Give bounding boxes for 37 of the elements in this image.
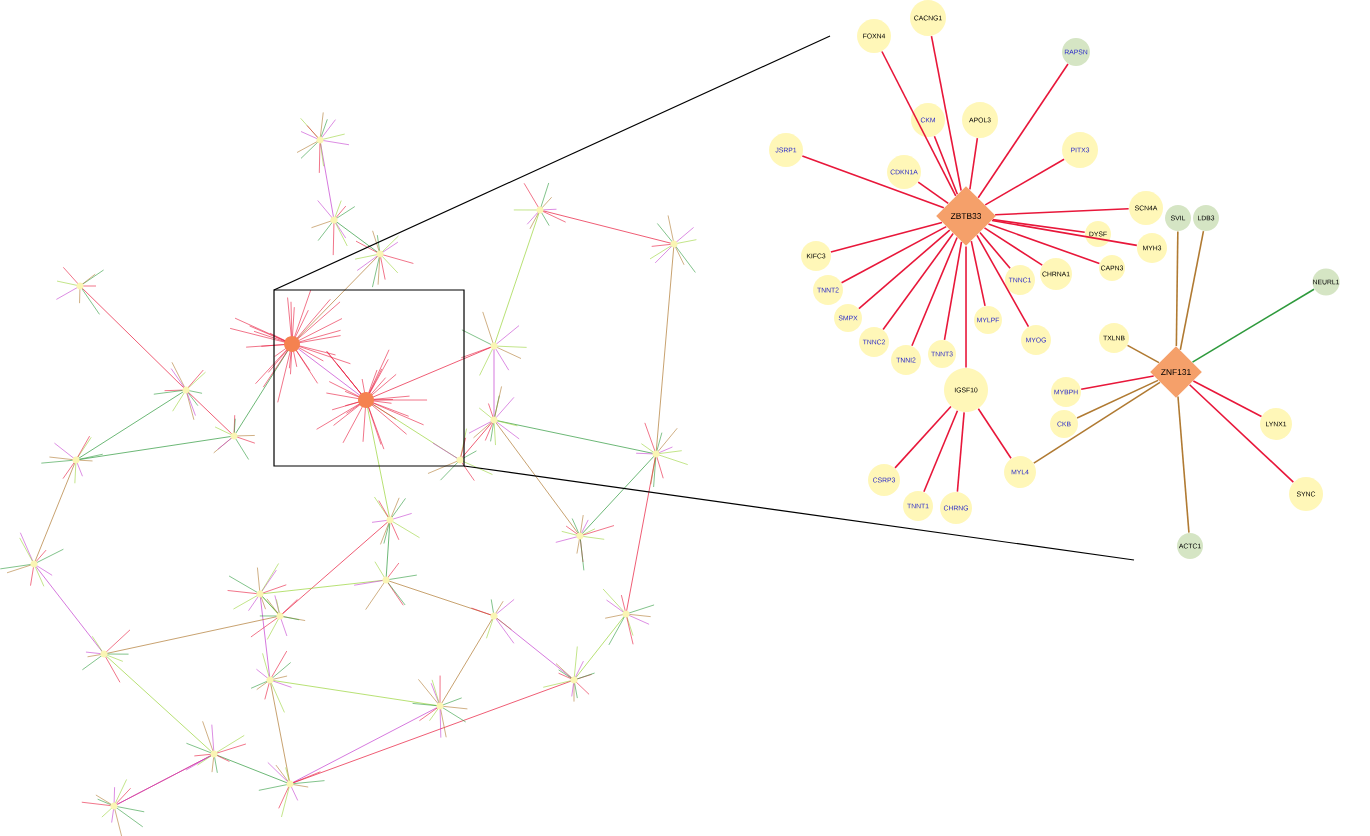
edge-line (881, 50, 957, 197)
edge-line (1175, 230, 1179, 347)
edge-line (943, 241, 963, 341)
edge-line (1080, 375, 1155, 391)
edge-line (894, 405, 952, 469)
edge-line (976, 234, 1030, 328)
edge-line (1192, 380, 1263, 418)
edge-line (983, 227, 1044, 266)
edge-line (969, 137, 979, 191)
edge-line (977, 63, 1069, 199)
edge-line (830, 221, 943, 253)
edge-line (977, 407, 1012, 460)
edge-line (840, 225, 947, 284)
edge-line (991, 218, 1086, 233)
edge-line (965, 245, 967, 369)
edge-line (970, 240, 986, 307)
edge-line (917, 181, 950, 205)
edge-line (933, 135, 959, 195)
edge-line (984, 158, 1065, 206)
edge-line (1033, 381, 1161, 464)
edge-line (994, 208, 1130, 216)
edge-line (956, 411, 965, 493)
edge-line (1191, 288, 1315, 363)
edge-line (801, 155, 945, 209)
edge-line (1076, 379, 1159, 419)
edge-line (987, 223, 1101, 265)
edge-line (1126, 344, 1160, 364)
edge-line (991, 219, 1138, 247)
edge-line (1177, 395, 1190, 534)
edge-line (930, 35, 962, 192)
edge-line (979, 231, 1011, 270)
edge-line (1179, 230, 1205, 351)
edge-line (1188, 384, 1295, 483)
edge-line (882, 232, 954, 331)
edge-line (911, 236, 958, 347)
edge-line (923, 409, 959, 493)
edge-line (858, 229, 951, 310)
